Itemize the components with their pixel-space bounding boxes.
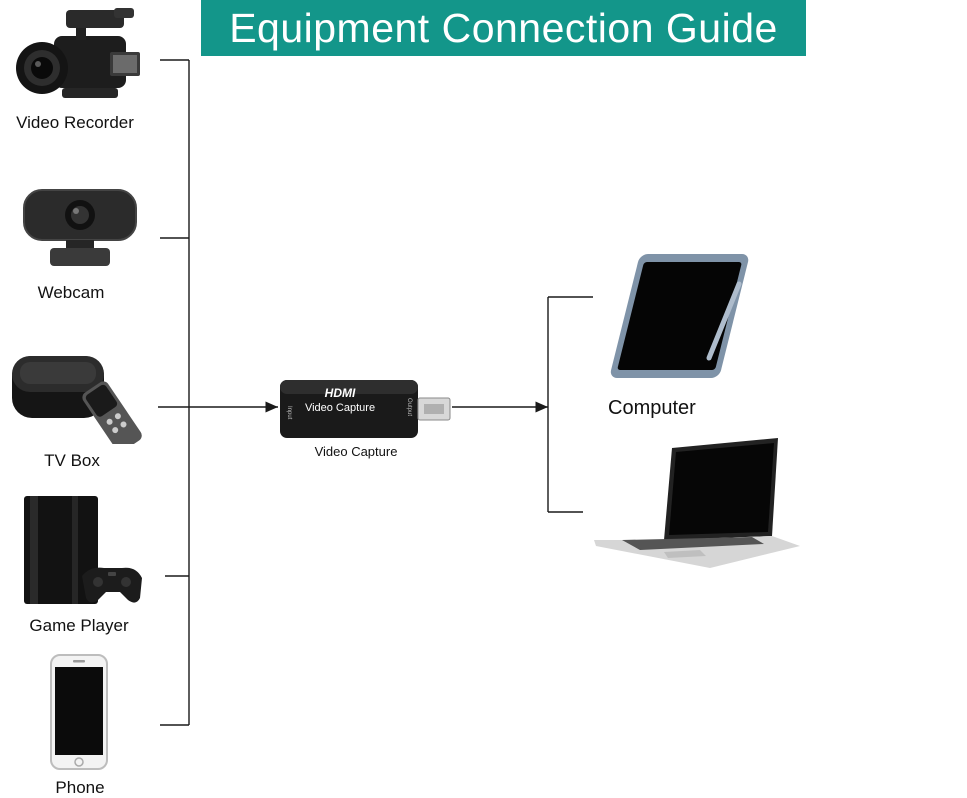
game-console-icon bbox=[24, 496, 142, 604]
tv-box-icon bbox=[12, 356, 142, 444]
capture-brand-text: HDMI bbox=[325, 386, 356, 400]
capture-label: Video Capture bbox=[314, 444, 398, 459]
input-label-phone: Phone bbox=[55, 778, 105, 797]
input-label-webcam: Webcam bbox=[37, 283, 105, 302]
title-banner: Equipment Connection Guide bbox=[201, 0, 806, 56]
capture-port-input-text: Input bbox=[286, 406, 292, 420]
smartphone-icon bbox=[50, 654, 108, 770]
input-label-tv-box: TV Box bbox=[44, 451, 100, 470]
input-label-video-recorder: Video Recorder bbox=[16, 113, 134, 132]
output-label-computer: Computer bbox=[608, 397, 696, 419]
tablet-icon bbox=[610, 254, 749, 378]
webcam-icon bbox=[23, 189, 137, 266]
video-camera-icon bbox=[16, 8, 140, 98]
page-title: Equipment Connection Guide bbox=[229, 4, 778, 51]
input-label-game-player: Game Player bbox=[29, 616, 129, 635]
capture-port-output-text: Output bbox=[406, 398, 412, 416]
laptop-icon bbox=[594, 438, 800, 568]
video-capture-device: HDMI Video Capture Input Output bbox=[280, 380, 451, 438]
capture-device-text: Video Capture bbox=[305, 402, 375, 414]
